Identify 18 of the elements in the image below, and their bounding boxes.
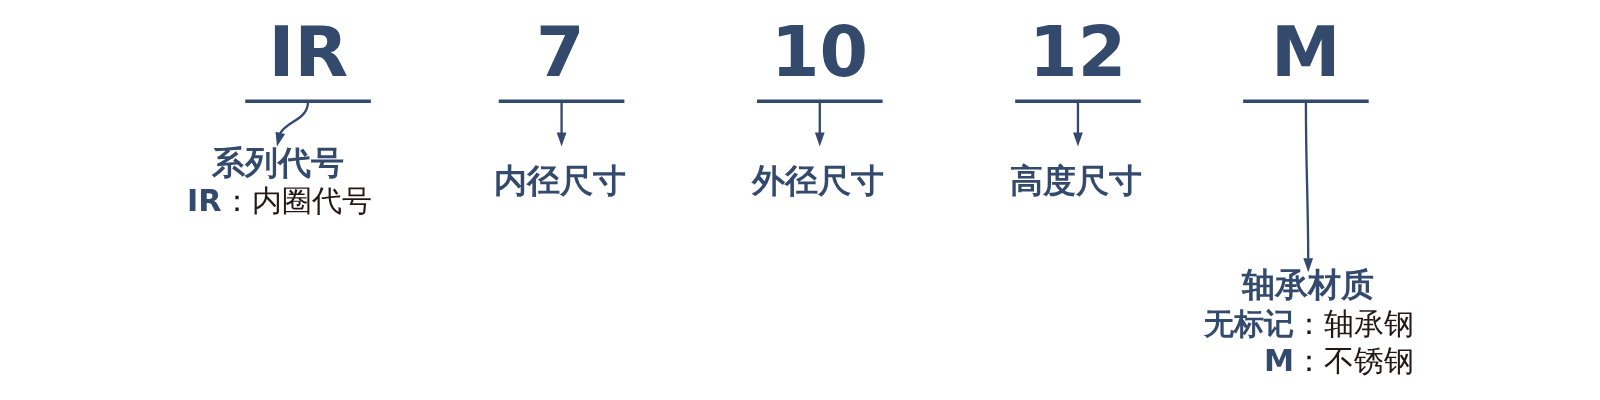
arrow bbox=[275, 101, 310, 147]
node-text: 12 bbox=[1029, 10, 1127, 92]
node-text: 轴承材质 bbox=[1241, 265, 1374, 304]
node-text: 内径尺寸 bbox=[494, 162, 627, 201]
node-text: 10 bbox=[770, 10, 869, 92]
arrow bbox=[1073, 101, 1083, 147]
arrow bbox=[556, 101, 567, 147]
node-text: 7 bbox=[536, 10, 585, 92]
arrow bbox=[1303, 101, 1314, 273]
node-text: 系列代号 bbox=[211, 143, 344, 182]
node-label: 无标记：轴承钢 bbox=[1203, 305, 1415, 341]
node-text: IR bbox=[268, 10, 349, 92]
node-label: M：不锈钢 bbox=[1264, 342, 1415, 378]
node-text: 高度尺寸 bbox=[1010, 162, 1143, 201]
node-text: M bbox=[1271, 10, 1341, 92]
node-label: IR：内圈代号 bbox=[187, 183, 372, 219]
arrow bbox=[814, 101, 825, 147]
node-text: 外径尺寸 bbox=[752, 162, 885, 201]
